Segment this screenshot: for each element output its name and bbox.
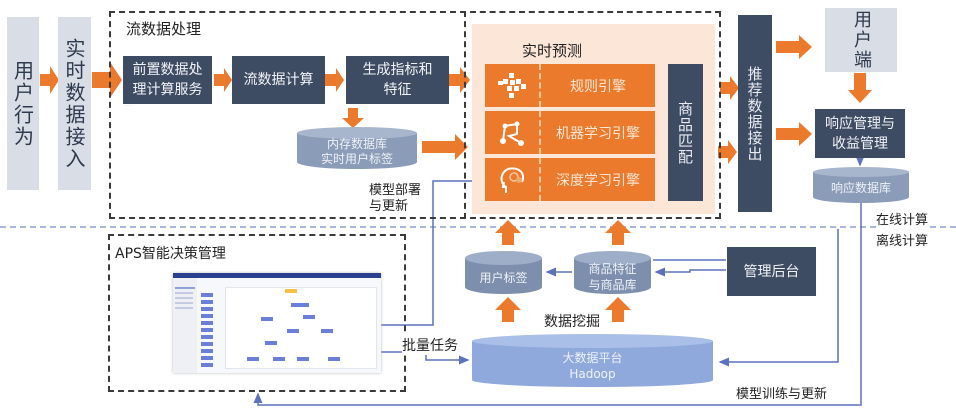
arrow-pre-to-stream (214, 68, 232, 92)
model-deploy-label-2: 与更新 (369, 199, 409, 214)
product-db-cylinder: 商品特征 与商品库 (573, 250, 652, 295)
arrow-usertags-up (495, 220, 521, 245)
hadoop-label-2: Hadoop (569, 367, 616, 381)
data-mining-label: 数据挖掘 (544, 314, 600, 330)
arrow-user-to-ingest (40, 66, 59, 94)
line-admin-to-productdb-2 (654, 267, 726, 277)
product-match-block: 商品匹配 (668, 64, 703, 201)
dl-engine: 深度学习引擎 (485, 158, 655, 201)
memory-db-label-1: 内存数据库 (326, 137, 387, 151)
pre-processing-lines: 前置数据处理计算服务 (123, 105, 212, 106)
stream-compute-label: 流数据计算 (243, 72, 314, 88)
pre-processing-label-1: 前置数据处 (123, 105, 128, 106)
pre-processing-label-2: 理计算服务 (128, 105, 133, 106)
dl-engine-label: 深度学习引擎 (556, 172, 640, 189)
user-behavior-label: 用户行为 (10, 59, 35, 148)
realtime-ingest-block: 实时数据接入 (58, 17, 91, 190)
hadoop-cylinder: 大数据平台 Hadoop (471, 333, 714, 388)
pre-processing-label: 前置数据处理计算服务 (132, 62, 203, 98)
arrow-stream-to-features (325, 68, 344, 92)
rule-engine-label: 规则引擎 (570, 78, 626, 95)
prediction-title: 实时预测 (522, 42, 583, 60)
aps-screenshot-thumbnail (173, 273, 381, 373)
response-db-cylinder: 响应数据库 (812, 166, 910, 204)
arrow-hadoop-to-usertags (495, 297, 521, 322)
rule-blocks-icon (485, 64, 541, 107)
memory-db-label-2: 实时用户标签 (320, 152, 393, 166)
stream-processing-group (109, 11, 466, 219)
aps-title: APS智能决策管理 (115, 246, 226, 262)
arrow-productdb-up (605, 220, 631, 245)
model-deploy-label-1: 模型部署 (369, 183, 422, 198)
features-block: 生成指标和 特征 (346, 56, 449, 104)
user-tags-label: 用户标签 (479, 271, 528, 285)
memory-db-cylinder: 内存数据库 实时用户标签 (296, 126, 418, 170)
features-label-1: 生成指标和 (362, 62, 433, 78)
ml-graph-icon (485, 111, 541, 154)
realtime-ingest-label: 实时数据接入 (62, 37, 86, 170)
line-model-deploy (380, 176, 484, 326)
client-block: 用户端 (825, 8, 897, 72)
arrow-memdb-to-prediction (422, 134, 468, 160)
brain-head-icon (485, 158, 541, 201)
product-db-label-2: 与商品库 (588, 278, 637, 292)
product-match-label: 商品匹配 (676, 100, 694, 165)
pre-processing-block: 前置数据处理计算服务 (123, 56, 212, 104)
arrow-ingest-to-stream (92, 62, 122, 98)
recommend-output-label: 推荐数据接出 (745, 65, 764, 162)
arrow-features-to-memdb (342, 108, 364, 128)
stream-compute-block: 流数据计算 (232, 56, 325, 104)
product-db-label-1: 商品特征 (588, 262, 637, 276)
model-deploy-label: 模型部署 与更新 (369, 183, 421, 215)
arrow-prediction-to-output-1 (720, 76, 739, 100)
response-mgmt-block: 响应管理与 收益管理 (815, 109, 905, 158)
online-label: 在线计算 (876, 209, 929, 228)
response-mgmt-label-2: 收益管理 (832, 135, 888, 152)
arrow-client-to-response (848, 73, 872, 103)
prediction-outer-dashed (470, 11, 721, 219)
admin-label: 管理后台 (743, 263, 800, 280)
hadoop-label-1: 大数据平台 (562, 351, 623, 365)
model-training-label: 模型训练与更新 (736, 387, 828, 402)
stream-processing-title: 流数据处理 (126, 20, 202, 38)
admin-block: 管理后台 (727, 247, 816, 296)
line-offline-to-hadoop (718, 229, 839, 367)
aps-group (108, 234, 406, 392)
batch-tasks-label: 批量任务 (402, 335, 458, 355)
recommend-output-block: 推荐数据接出 (738, 15, 772, 212)
arrow-prediction-to-output-2 (718, 140, 737, 164)
features-label-2: 特征 (383, 82, 412, 98)
ml-engine-label: 机器学习引擎 (556, 125, 640, 142)
arrow-hadoop-to-productdb (605, 297, 631, 322)
ml-engine: 机器学习引擎 (485, 111, 655, 154)
offline-label: 离线计算 (876, 234, 929, 249)
arrow-output-to-response (776, 122, 812, 146)
user-tags-cylinder: 用户标签 (464, 250, 543, 295)
response-db-label: 响应数据库 (830, 181, 891, 195)
user-behavior-block: 用户行为 (7, 17, 39, 190)
rule-engine: 规则引擎 (485, 64, 655, 107)
line-model-training (253, 200, 862, 406)
response-mgmt-label-1: 响应管理与 (825, 115, 895, 132)
client-label: 用户端 (851, 10, 872, 70)
arrow-output-to-client (776, 35, 812, 59)
